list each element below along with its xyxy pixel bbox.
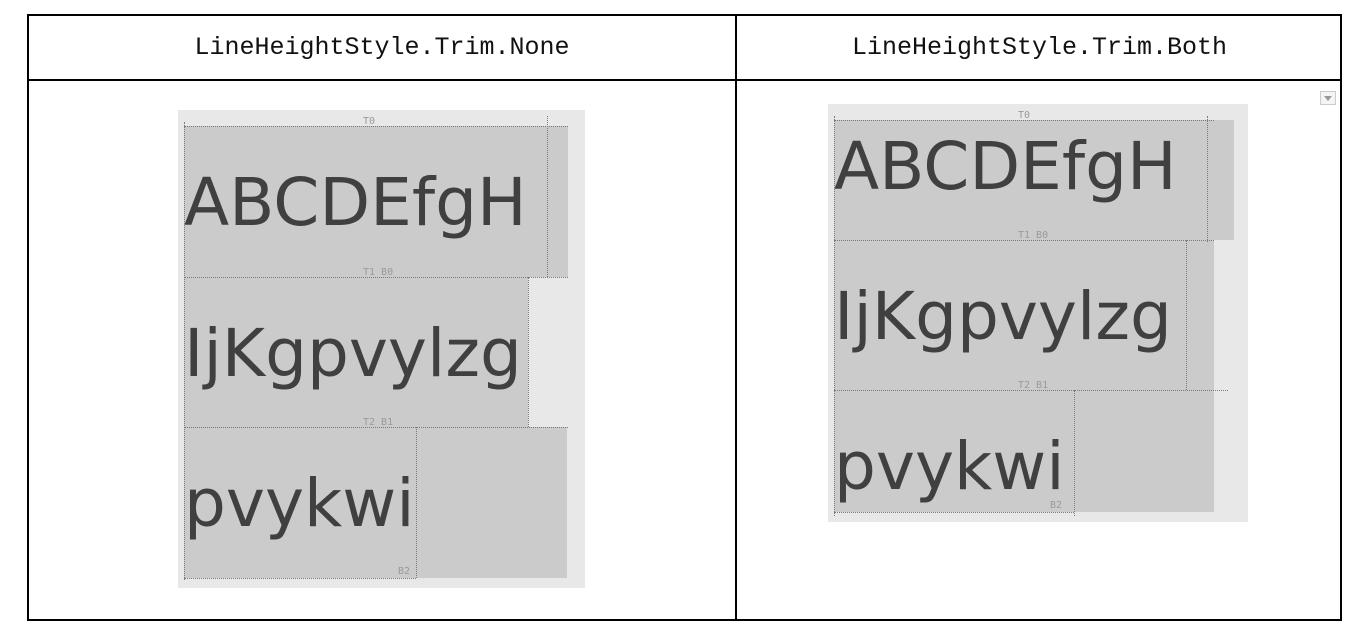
metric-label-t2-b1: T2 B1 xyxy=(1018,380,1049,391)
text-line-2-content: IjKgpvylzg xyxy=(834,278,1172,355)
metric-label-t0: T0 xyxy=(363,116,376,127)
baseline-guide xyxy=(834,240,1214,241)
baseline-guide xyxy=(184,126,568,127)
baseline-guide xyxy=(834,120,1214,121)
text-line-3: pvykwi xyxy=(834,390,1214,512)
column-header-trim-both: LineHeightStyle.Trim.Both xyxy=(851,33,1228,62)
metric-label-b2: B2 xyxy=(1050,500,1063,511)
comparison-table: LineHeightStyle.Trim.None LineHeightStyl… xyxy=(27,14,1342,621)
text-line-1-content: ABCDEfgH xyxy=(834,128,1177,205)
baseline-guide xyxy=(834,512,1074,513)
baseline-guide xyxy=(184,578,416,579)
text-line-1: ABCDEfgH xyxy=(184,126,568,277)
metric-label-t0: T0 xyxy=(1018,110,1031,121)
text-line-1-content: ABCDEfgH xyxy=(184,164,527,241)
line-width-guide xyxy=(528,277,529,427)
line-width-guide xyxy=(1074,390,1075,516)
header-divider xyxy=(29,79,1340,81)
metric-label-t2-b1: T2 B1 xyxy=(363,417,394,428)
text-line-2: IjKgpvylzg xyxy=(834,240,1214,390)
text-line-2-content: IjKgpvylzg xyxy=(184,315,522,392)
dropdown-icon[interactable] xyxy=(1320,91,1336,105)
metric-label-t1-b0: T1 B0 xyxy=(1018,230,1049,241)
trim-both-preview: ABCDEfgH IjKgpvylzg pvykwi T0 T1 B0 T2 B… xyxy=(828,104,1248,522)
metric-label-b2: B2 xyxy=(398,566,411,577)
text-line-3-content: pvykwi xyxy=(834,428,1065,505)
text-line-1: ABCDEfgH xyxy=(834,120,1234,240)
metric-label-t1-b0: T1 B0 xyxy=(363,267,394,278)
line-width-guide xyxy=(547,116,548,277)
line-width-guide xyxy=(416,427,417,578)
line-width-guide xyxy=(1207,116,1208,242)
baseline-guide xyxy=(834,390,1228,391)
line-width-guide xyxy=(1186,240,1187,390)
column-header-trim-none: LineHeightStyle.Trim.None xyxy=(194,33,570,62)
trim-none-preview: ABCDEfgH IjKgpvylzg pvykwi T0 T1 B0 T2 B… xyxy=(178,110,585,588)
text-line-3-content: pvykwi xyxy=(184,465,415,542)
text-line-2: IjKgpvylzg xyxy=(184,277,528,427)
baseline-guide xyxy=(184,277,568,278)
line-start-guide xyxy=(834,116,835,516)
baseline-guide xyxy=(184,427,568,428)
column-divider xyxy=(735,16,737,619)
line-start-guide xyxy=(184,122,185,580)
text-line-3: pvykwi xyxy=(184,427,567,578)
